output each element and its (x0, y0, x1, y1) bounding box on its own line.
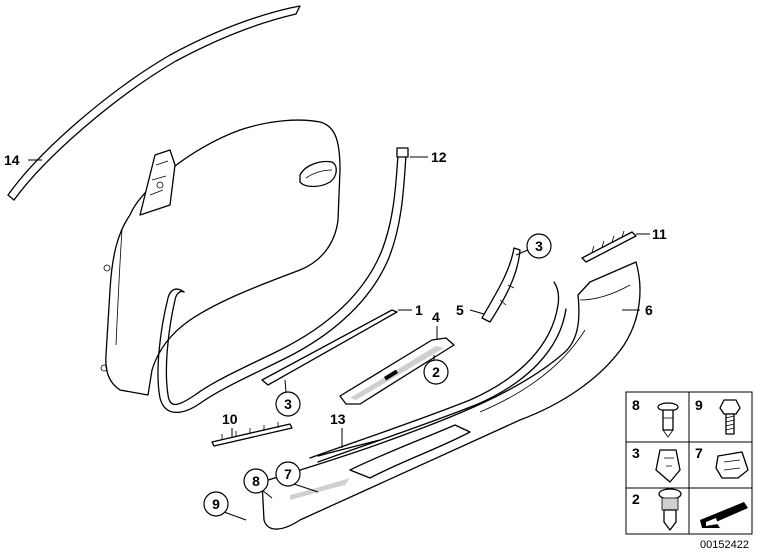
circled-callout-3-bottom-label: 3 (284, 396, 292, 412)
fastener-legend-grid: 8 9 3 7 2 (625, 391, 753, 535)
leader-5 (469, 309, 485, 315)
trim-piece-part-5 (481, 247, 521, 323)
callout-12: 12 (431, 149, 447, 165)
circled-callout-9-label: 9 (212, 496, 220, 512)
legend-cell-9 (688, 391, 753, 443)
callout-1: 1 (415, 302, 423, 318)
document-number: 00152422 (700, 539, 749, 551)
sill-line-part-13 (317, 439, 381, 457)
legend-label-9: 9 (695, 397, 703, 413)
leader-c9 (223, 511, 247, 521)
legend-label-2: 2 (632, 491, 640, 507)
callout-10: 10 (222, 411, 238, 427)
callout-14: 14 (4, 152, 20, 168)
circled-callout-8 (243, 468, 269, 494)
legend-cell-arrow (688, 487, 753, 535)
clip-strip-part-11 (581, 230, 637, 263)
circled-callout-2-label: 2 (432, 364, 440, 380)
legend-label-3: 3 (632, 445, 640, 461)
legend-cell-2 (625, 487, 690, 535)
sill-strip-part-1 (261, 309, 398, 386)
circled-callout-3-bottom (275, 391, 301, 417)
leader-c3-top (515, 249, 529, 256)
circled-callout-3-top (526, 233, 552, 259)
callout-11: 11 (652, 226, 667, 242)
circled-callout-3-top-label: 3 (535, 238, 543, 254)
leader-c8 (261, 489, 273, 499)
circled-callout-9 (203, 491, 229, 517)
circled-callout-7-label: 7 (284, 466, 292, 482)
door-seal-part-12 (157, 147, 409, 414)
screw-icon (719, 399, 741, 435)
expanding-rivet-icon (658, 488, 682, 531)
callout-5: 5 (456, 302, 464, 318)
callout-6: 6 (645, 302, 653, 318)
side-sill-panel-part-6 (261, 261, 641, 530)
callout-4: 4 (432, 309, 440, 325)
legend-label-8: 8 (632, 397, 640, 413)
clip-strip-part-10 (211, 422, 293, 447)
spring-clip-icon (715, 451, 749, 479)
circled-callout-7 (275, 461, 301, 487)
arrow-tool-icon (700, 502, 748, 528)
leader-c3-bottom (284, 379, 287, 393)
push-rivet-icon (657, 402, 679, 438)
leader-c7 (293, 483, 319, 493)
clip-nut-icon (655, 449, 681, 483)
roof-seal-strip-part-14 (7, 5, 301, 201)
legend-cell-8 (625, 391, 690, 443)
circled-callout-8-label: 8 (252, 473, 260, 489)
callout-13: 13 (330, 411, 346, 427)
legend-label-7: 7 (695, 445, 703, 461)
door-panel (100, 119, 341, 396)
circled-callout-2 (423, 359, 449, 385)
entrance-strip-part-4 (339, 337, 455, 405)
